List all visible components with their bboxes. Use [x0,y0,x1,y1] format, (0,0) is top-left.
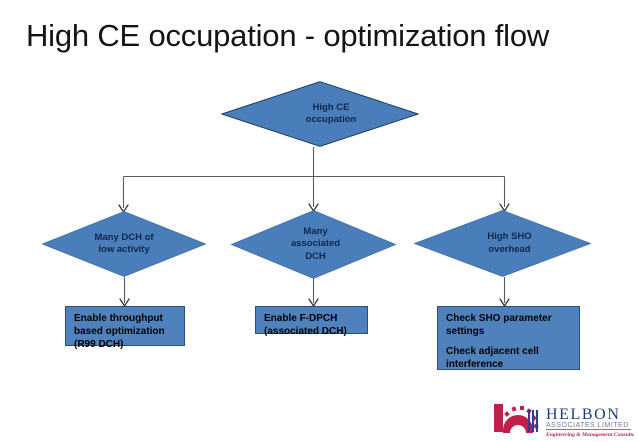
node-high-ce-occupation[interactable]: High CE occupation [221,81,419,147]
logo-artwork: HELBON ASSOCIATES LIMITED Engineering & … [488,400,634,440]
action-text: Enable F-DPCH (associated DCH) [264,313,347,337]
node-label: High SHO overhead [487,231,532,255]
node-many-dch-low-activity[interactable]: Many DCH of low activity [42,211,206,277]
diamond-shape [221,81,419,147]
diamond-shape [231,210,396,279]
action-enable-throughput-optimization[interactable]: Enable throughput based optimization (R9… [65,306,185,350]
action-check-sho-settings[interactable]: Check SHO parameter settings Check adjac… [437,306,580,370]
action-text-secondary: Check adjacent cell interference [446,346,539,370]
action-text: Enable throughput based optimization (R9… [74,313,165,350]
arrowhead-act2 [308,298,319,307]
logo-subtitle: ASSOCIATES LIMITED [546,422,629,429]
node-many-associated-dch[interactable]: Many associated DCH [231,210,396,279]
node-label: Many associated DCH [290,225,341,262]
arrowhead-act1 [119,298,130,307]
logo-tagline: Engineering & Management Consultants [545,432,634,438]
arrowhead-act3 [499,298,510,307]
node-label: Many DCH of low activity [94,231,154,256]
logo-name: HELBON [546,406,620,423]
diamond-shape [414,210,591,277]
action-text-primary: Check SHO parameter settings [446,313,552,337]
gear-arch-icon [494,404,539,433]
company-logo: HELBON ASSOCIATES LIMITED Engineering & … [488,400,634,440]
node-high-sho-overhead[interactable]: High SHO overhead [414,210,591,277]
page-title: High CE occupation - optimization flow [26,18,550,53]
action-enable-f-dpch[interactable]: Enable F-DPCH (associated DCH) [255,306,368,337]
diamond-shape [42,211,206,277]
node-label: High CE occupation [305,101,357,126]
